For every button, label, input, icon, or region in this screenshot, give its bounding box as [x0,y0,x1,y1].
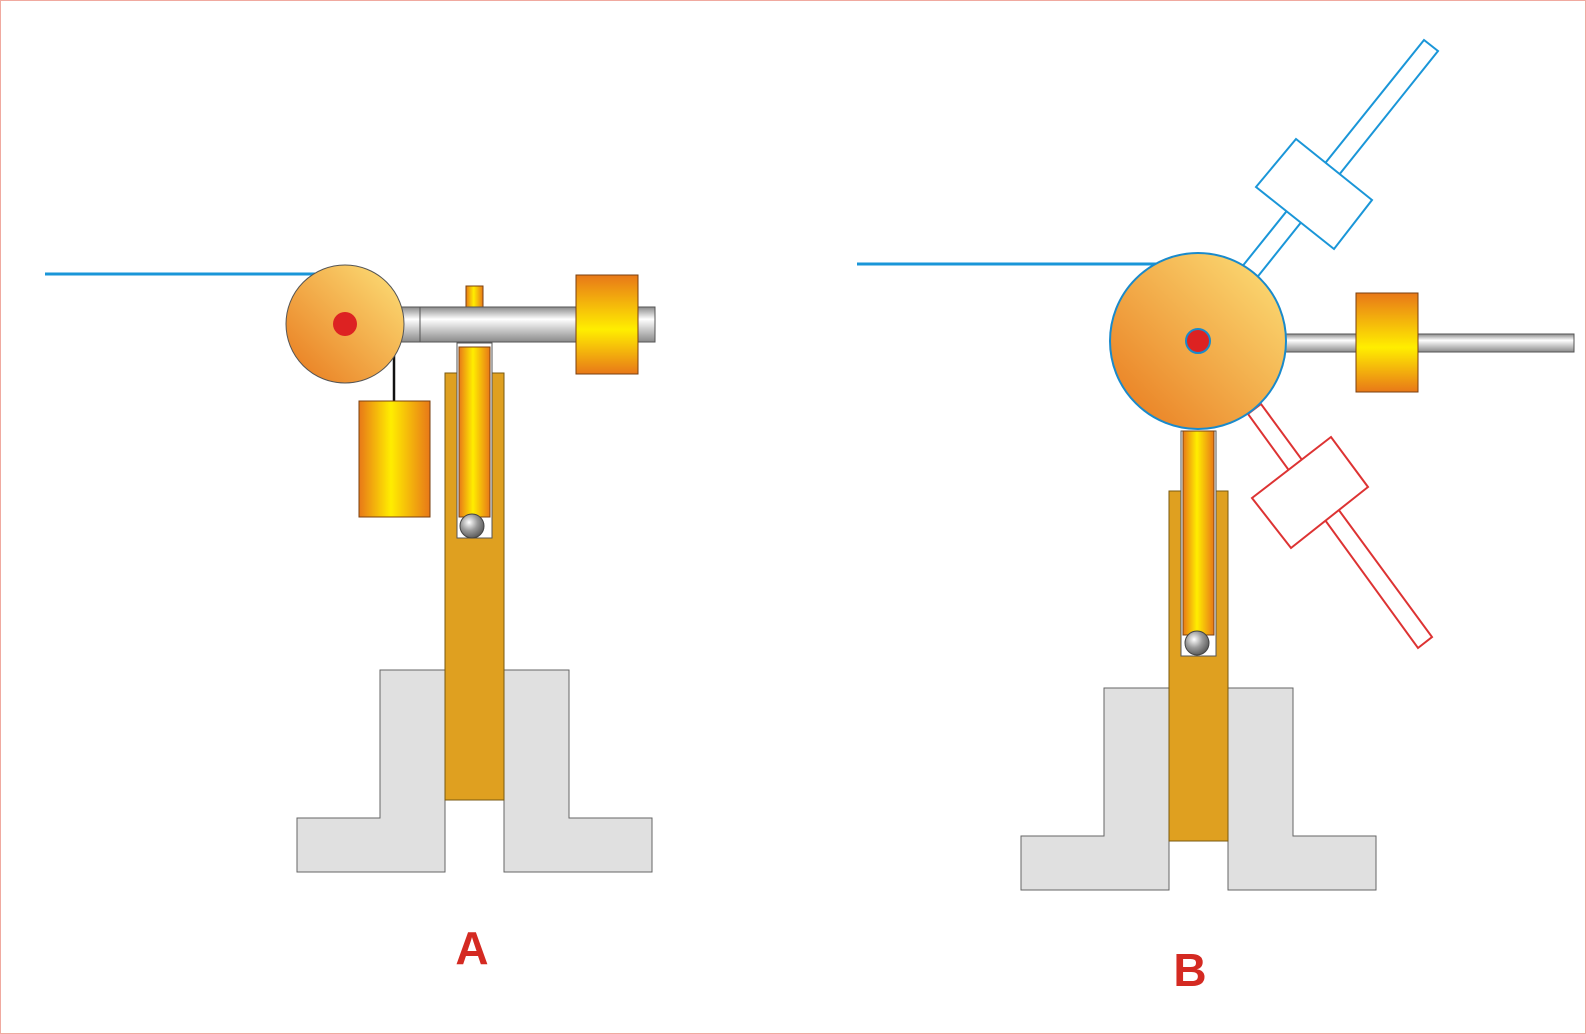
ball-bearing [1184,630,1210,656]
arm-weight-lower [1250,435,1370,550]
sliding-weight [575,274,639,375]
pivot-dot [1185,328,1211,354]
panel-label-b: B [1173,944,1206,996]
panel-label-a: A [455,922,488,974]
support-block-left [296,669,446,873]
spindle [458,346,491,518]
support-block-left [1020,687,1170,891]
ball-bearing [459,513,485,539]
hanging-weight [358,400,431,518]
support-block-right [503,669,653,873]
panel-b [857,38,1575,891]
horizontal-rod [1281,333,1575,353]
arm-rod-upper [1239,38,1440,282]
tilted-arm-upper [1239,38,1440,282]
arm-weight-upper [1254,137,1374,251]
panel-a [45,264,656,873]
sliding-weight [1355,292,1419,393]
spindle [1182,430,1215,636]
support-block-right [1227,687,1377,891]
pivot-dot [333,312,357,336]
top-pin [465,285,484,309]
tilted-arm-lower [1246,402,1434,650]
